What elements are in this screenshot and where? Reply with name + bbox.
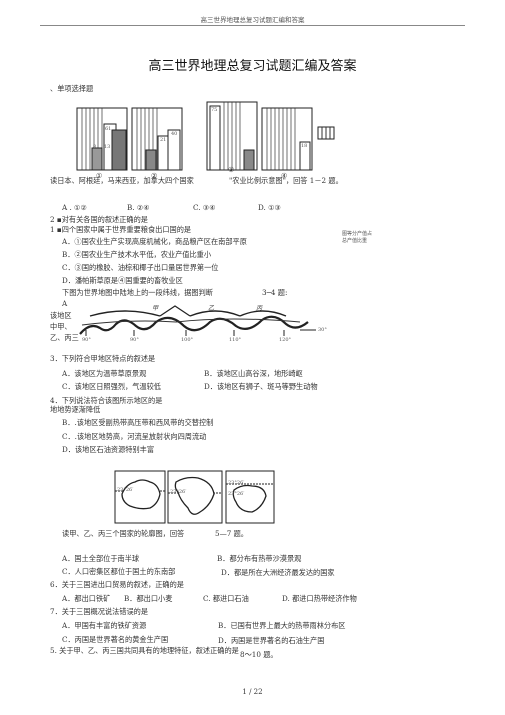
brace-label-yi: 乙	[208, 305, 215, 312]
q4-option-c: C．.该地区地势高，河流呈放射状向四周流动	[62, 432, 207, 441]
q5-option-a: A．国土全部位于南半球	[62, 554, 140, 563]
side-label-jia: 中甲、	[50, 322, 72, 331]
q3-option-a: A．该地区为温带草原景观	[62, 369, 147, 378]
q3-option-c: C．该地区日照强烈，气温较低	[62, 382, 161, 391]
q1-option-b: B. ②④	[127, 203, 150, 212]
legend-text: 图等分产值占 总产值比重	[342, 231, 373, 244]
chart1-value-a: 61	[105, 126, 112, 132]
q6-option-d: D. 都进口热带经济作物	[282, 594, 357, 603]
chart4-value: 18	[301, 143, 308, 149]
page-title: 高三世界地理总复习试题汇编及答案	[148, 59, 357, 74]
q2-lead: 1 ▪四个国家中属于世界重要粮食出口国的是	[50, 225, 192, 234]
q2-stem: 2 ▪对有关各国的叙述正确的是	[50, 215, 148, 224]
map-lat-2: 23°26′	[170, 489, 187, 495]
map-lat-1: 23°26′	[117, 487, 134, 493]
tick-label-3: 100°	[181, 337, 194, 343]
tick-label-4: 110°	[229, 337, 242, 343]
q2-option-a: A．①国农业生产实现高度机械化，商品粮产区在南部平原	[62, 237, 247, 246]
q3-option-d: D．该地区有狮子、斑马等野生动物	[204, 382, 318, 391]
q4-fragment: 地地势逐渐降低	[50, 405, 101, 414]
q4-stem: 4．下列说法符合该图所示地区的是	[50, 396, 163, 405]
q7-stem: 7．关于三国概况说法错误的是	[50, 607, 149, 616]
q2-option-c: C．③国的橡胶、油棕和椰子出口量居世界第一位	[62, 263, 219, 272]
q5-option-c: C．人口密集区都位于国土的东南部	[62, 567, 176, 576]
agri-chart-3	[206, 101, 258, 171]
agri-chart-1	[76, 107, 128, 171]
map-lat-4: 23°26′	[228, 491, 245, 497]
intro-1b: "农业比例示意图"，回答 1－2 题。	[229, 176, 343, 185]
chart4-label: ④	[281, 171, 288, 180]
q6-option-a: A．都出口铁矿	[62, 594, 111, 603]
tick-label-2: 90°	[130, 337, 139, 343]
agri-chart-2	[131, 107, 183, 171]
q5-end: 8～10 题。	[240, 650, 278, 659]
chart1-label: ①	[96, 171, 103, 180]
q3-stem: 3．下列符合甲地区特点的叙述是	[50, 354, 156, 363]
q5-stem: 5. 关于甲、乙、丙三国共同具有的地理特征，叙述正确的是	[50, 646, 239, 655]
q2-option-b: B．②国农业生产技术水平低，农业产值比重小	[62, 250, 212, 259]
q4-option-d: D．该地区石油资源特别丰富	[62, 445, 155, 454]
intro-3: 读甲、乙、丙三个国家的轮廓图，回答	[62, 529, 185, 538]
map-brazil	[167, 470, 223, 524]
tick-label-5: 120°	[279, 337, 292, 343]
q5-option-d: D．都是所在大洲经济最发达的国家	[221, 568, 335, 577]
tick-label-1: 90°	[82, 337, 91, 343]
q7-option-c: C．丙国是世界著名的黄金生产国	[62, 635, 169, 644]
q7-option-b: B．已国有世界上最大的热带雨林分布区	[218, 621, 346, 630]
map-lat-3: 23°26′	[228, 480, 245, 486]
chart2-label: ②	[151, 171, 158, 180]
chart3-label: ③	[228, 165, 235, 174]
q6-option-b: B．都出口小麦	[124, 594, 173, 603]
q6-option-c: C. 都进口石油	[203, 594, 249, 603]
page-header: 高三世界地理总复习试题汇编和答案	[200, 16, 305, 24]
q1-option-a: A . ①②	[62, 203, 87, 212]
agri-chart-4	[261, 107, 313, 171]
q4-option-b: B．.该地区受副热带高压带和西风带的交替控制	[62, 418, 214, 427]
page-number: 1 / 22	[242, 688, 263, 696]
chart3-value: 75	[211, 107, 218, 113]
intro-2b: 3─4 题:	[262, 288, 288, 297]
header-rule	[40, 25, 465, 26]
q3-option-b: B．该地区山高谷深，地形崎岖	[204, 369, 303, 378]
brace-label-bing: 丙	[256, 305, 263, 312]
intro-3b: 5—7 题。	[215, 529, 248, 538]
q2-option-d: D．潘帕斯草原是④国重要的畜牧业区	[62, 276, 183, 285]
latitude-label: 30°	[318, 327, 327, 333]
chart2-value-a: 40	[171, 131, 178, 137]
chart1-value-c: 13	[104, 144, 111, 150]
latitude-figure	[79, 305, 316, 336]
q5-option-b: B．都分布有热带沙漠景观	[217, 554, 302, 563]
q7-option-d: D．丙国是世界著名的石油生产国	[218, 636, 325, 645]
country-maps	[114, 470, 275, 524]
intro-1: 读日本、阿根廷，马来西亚，加拿大四个国家	[50, 176, 194, 185]
map-south-africa	[225, 470, 275, 524]
chart2-value-b: 21	[160, 137, 167, 143]
side-label-region: 该地区	[50, 311, 72, 320]
map-australia	[114, 470, 166, 524]
intro-2: 下图为世界地图中陆地上的一段纬线，据图判断	[62, 288, 213, 297]
brace-label-jia: 甲	[152, 305, 159, 312]
q1-option-c: C. ③④	[193, 203, 216, 212]
section-heading: 、单项选择题	[50, 84, 94, 93]
agri-figure	[76, 101, 335, 171]
chart1-value-b: 8	[93, 144, 97, 150]
q7-option-a: A．甲国有丰富的铁矿资源	[62, 621, 147, 630]
legend-swatch	[317, 126, 335, 140]
side-label-yi: 乙、丙三	[50, 333, 79, 342]
q1-option-d: D. ①③	[258, 203, 281, 212]
side-label-a: A	[62, 299, 68, 308]
q6-stem: 6．关于三国进出口贸易的叙述，正确的是	[50, 580, 184, 589]
